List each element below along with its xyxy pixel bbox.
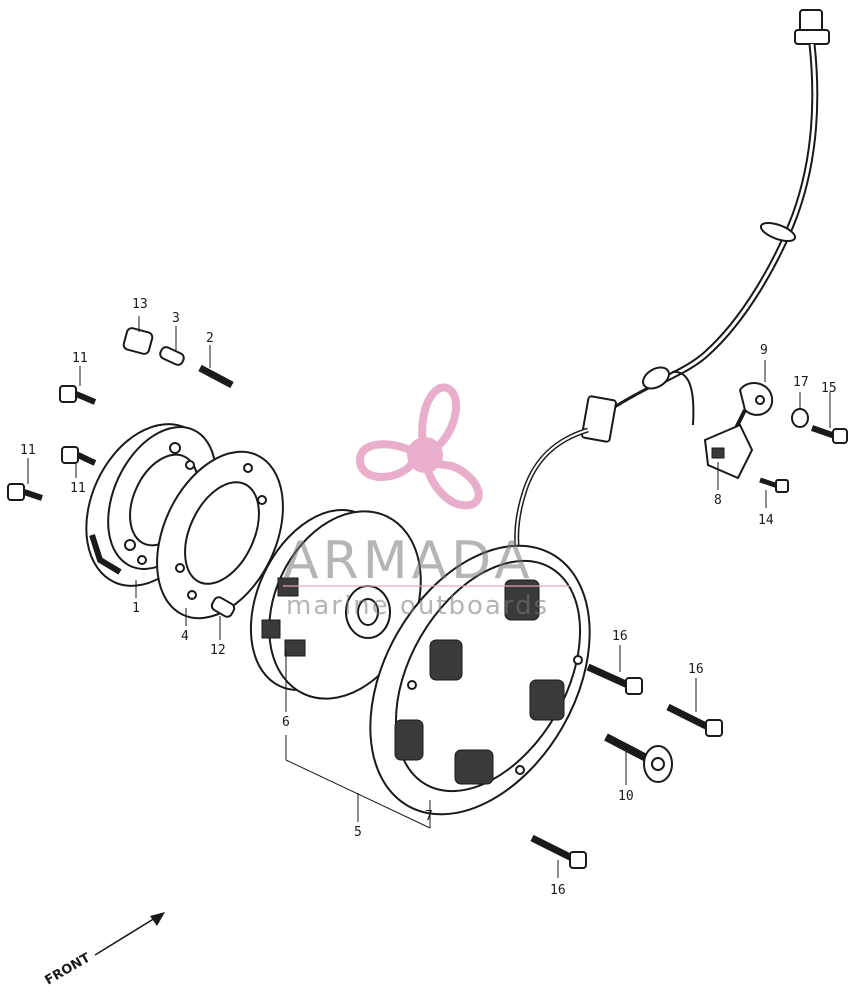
front-label: FRONT bbox=[43, 951, 94, 989]
part-16-bolt-a bbox=[586, 663, 643, 695]
armada-watermark: ARMADA marine outboards bbox=[283, 383, 570, 621]
part-9-clamp bbox=[733, 382, 774, 431]
label-part-12: 12 bbox=[210, 643, 226, 658]
label-part-6: 6 bbox=[282, 715, 290, 730]
label-part-3: 3 bbox=[172, 311, 180, 326]
part-2-stud bbox=[198, 364, 234, 389]
label-part-11-b: 11 bbox=[20, 443, 36, 458]
part-17-washer bbox=[791, 408, 809, 428]
part-12-dowel bbox=[210, 596, 236, 618]
label-part-11-c: 11 bbox=[70, 481, 86, 496]
label-part-9: 9 bbox=[760, 343, 768, 358]
wiring-harness bbox=[514, 9, 830, 566]
label-part-15: 15 bbox=[821, 381, 837, 396]
part-labels: 13 3 2 11 11 11 1 4 12 6 5 7 9 17 15 8 1… bbox=[20, 297, 837, 898]
label-part-14: 14 bbox=[758, 513, 774, 528]
label-part-5: 5 bbox=[354, 825, 362, 840]
part-8-bracket bbox=[703, 423, 754, 480]
part-10-bolt bbox=[604, 733, 673, 783]
label-part-7: 7 bbox=[425, 809, 433, 824]
watermark-tagline: marine outboards bbox=[286, 591, 549, 621]
leader-lines bbox=[27, 316, 831, 878]
label-part-16-a: 16 bbox=[612, 629, 628, 644]
part-6-rotor bbox=[249, 509, 422, 700]
part-14-screw bbox=[759, 477, 789, 493]
label-part-1: 1 bbox=[132, 601, 140, 616]
label-part-2: 2 bbox=[206, 331, 214, 346]
propeller-logo-icon bbox=[355, 383, 483, 510]
part-7-stator bbox=[369, 544, 591, 816]
label-part-16-c: 16 bbox=[550, 883, 566, 898]
part-11-screw-b bbox=[61, 446, 97, 466]
front-direction-indicator: FRONT bbox=[43, 912, 165, 989]
part-3-pin bbox=[159, 346, 185, 366]
label-part-8: 8 bbox=[714, 493, 722, 508]
part-11-screw-c bbox=[7, 483, 43, 501]
watermark-brand: ARMADA bbox=[283, 531, 534, 591]
part-16-bolt-c bbox=[530, 834, 587, 869]
label-part-16-b: 16 bbox=[688, 662, 704, 677]
label-part-17: 17 bbox=[793, 375, 809, 390]
part-15-screw bbox=[811, 425, 848, 444]
label-part-11-a: 11 bbox=[72, 351, 88, 366]
arrow-head-icon bbox=[150, 912, 165, 926]
part-16-bolt-b bbox=[666, 703, 723, 737]
part-13-nut bbox=[122, 327, 154, 355]
part-4-plate bbox=[156, 450, 284, 620]
part-11-screw-a bbox=[59, 385, 97, 405]
label-part-10: 10 bbox=[618, 789, 634, 804]
label-part-13: 13 bbox=[132, 297, 148, 312]
label-part-4: 4 bbox=[181, 629, 189, 644]
